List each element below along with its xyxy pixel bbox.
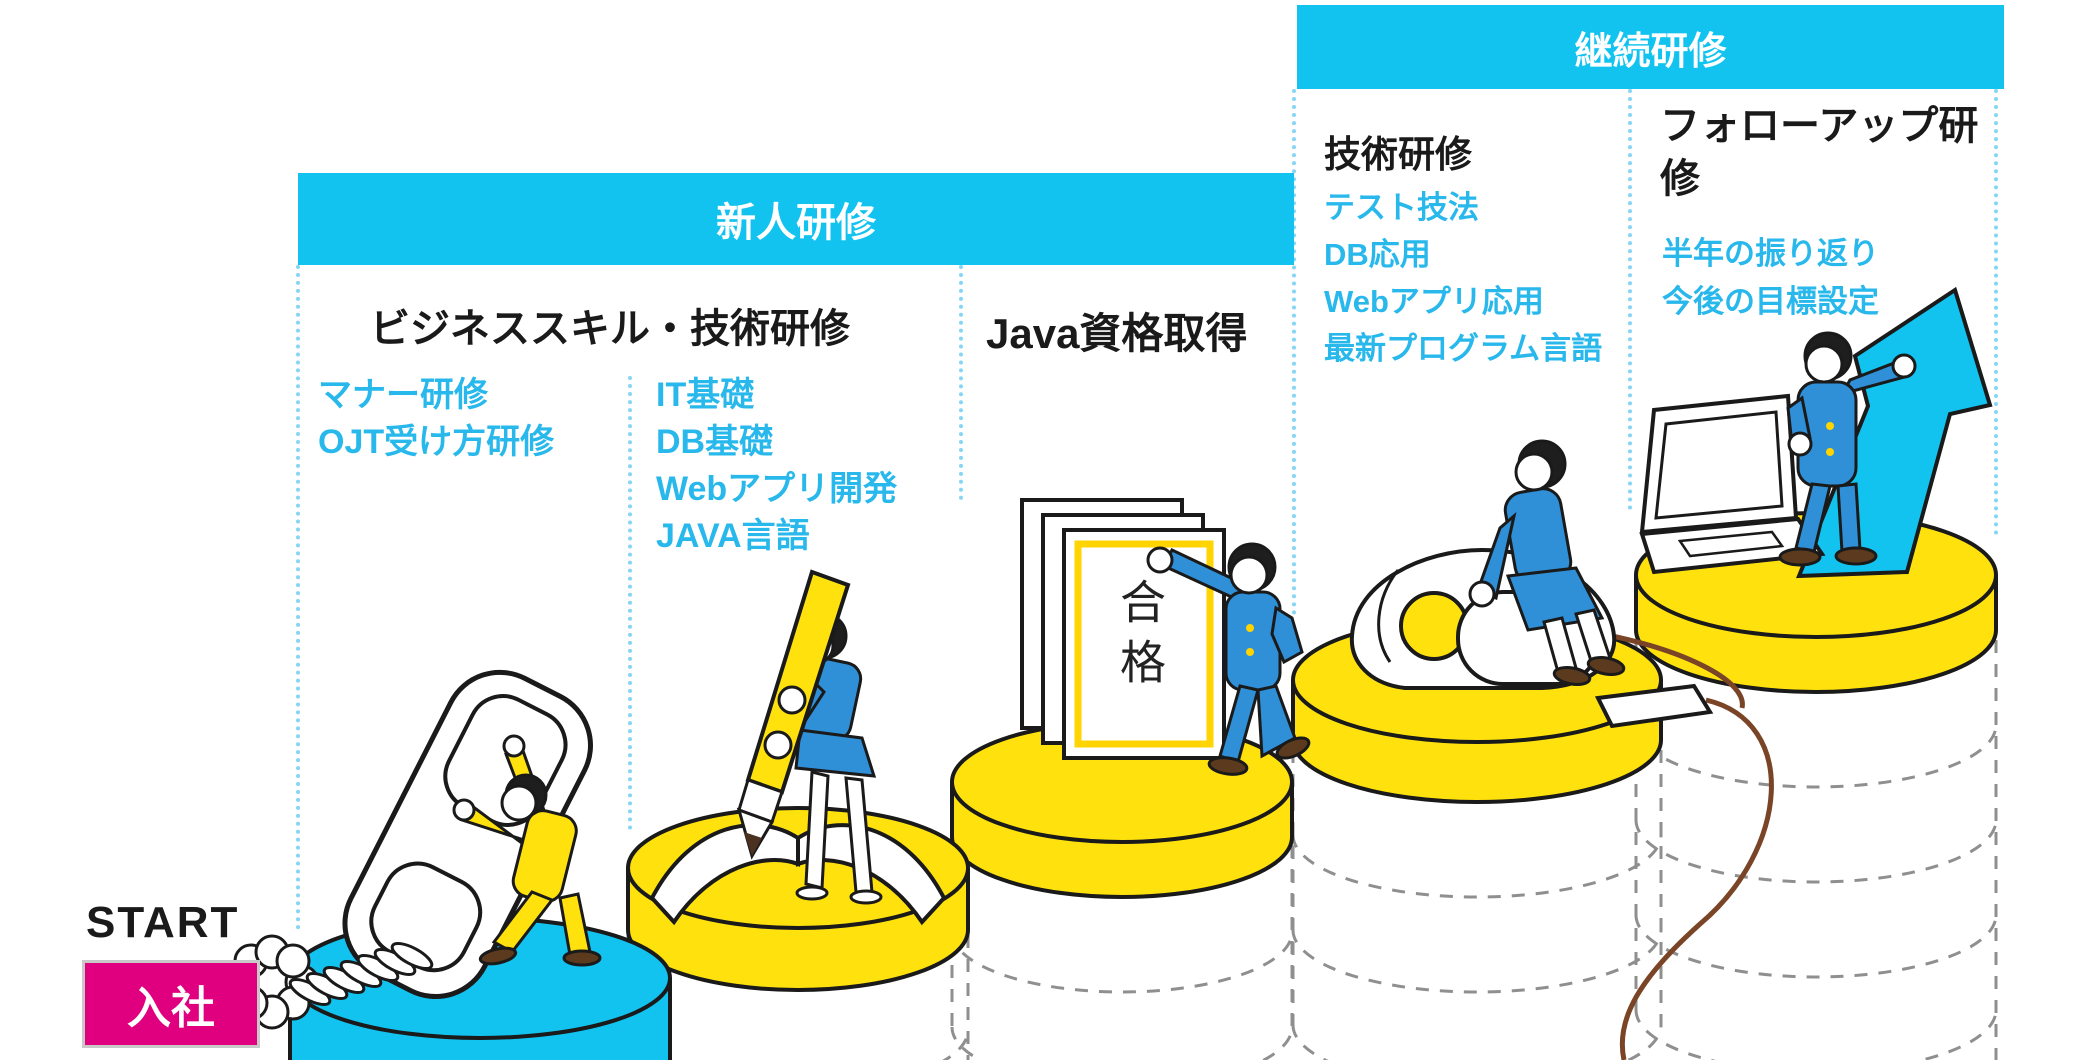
heading-technical-training: 技術研修 xyxy=(1324,134,1472,175)
list-technical-training: テスト技法 DB応用 Webアプリ応用 最新プログラム言語 xyxy=(1324,184,1602,372)
person-newcomer xyxy=(452,734,602,967)
joining-company-label: 入社 xyxy=(127,984,215,1033)
list-item: 今後の目標設定 xyxy=(1662,284,1879,319)
column-separator xyxy=(1628,89,1632,510)
list-item: Webアプリ開発 xyxy=(656,470,898,508)
column-separator xyxy=(1994,89,1998,535)
person-pointing xyxy=(1778,331,1917,567)
banner-keizoku-label: 継続研修 xyxy=(1574,30,1727,73)
start-label: START xyxy=(86,898,240,947)
list-item: OJT受け方研修 xyxy=(318,423,555,461)
person-sitting xyxy=(1468,439,1626,686)
list-item: JAVA言語 xyxy=(656,517,810,555)
list-item: テスト技法 xyxy=(1324,190,1479,225)
certificate-pass-label: 合格 xyxy=(1114,578,1165,698)
list-business-skill: マナー研修 OJT受け方研修 xyxy=(318,372,554,466)
banner-shinjin-label: 新人研修 xyxy=(716,201,876,245)
step-3-cylinder xyxy=(950,720,1294,899)
heading-followup-training: フォローアップ研修 xyxy=(1660,104,1979,201)
list-item: 半年の振り返り xyxy=(1662,236,1879,271)
column-separator xyxy=(959,265,963,500)
column-separator xyxy=(628,376,632,830)
column-separator xyxy=(296,265,300,930)
heading-business-skill: ビジネススキル・技術研修 xyxy=(370,307,850,351)
list-item: Webアプリ応用 xyxy=(1324,284,1544,319)
list-item: DB応用 xyxy=(1324,237,1431,272)
list-item: 最新プログラム言語 xyxy=(1324,331,1603,366)
laptop-icon xyxy=(1639,393,1826,575)
person-writing xyxy=(736,569,883,905)
list-it-basics: IT基礎 DB基礎 Webアプリ開発 JAVA言語 xyxy=(656,372,897,560)
list-item: マナー研修 xyxy=(318,376,488,414)
banner-shinjin-kenshu: 新人研修 xyxy=(298,173,1294,265)
person-certified xyxy=(1146,542,1311,776)
list-item: IT基礎 xyxy=(656,376,755,414)
joining-company-badge: 入社 xyxy=(82,960,260,1048)
list-item: DB基礎 xyxy=(656,423,774,461)
column-separator xyxy=(1292,89,1296,615)
heading-java-certification: Java資格取得 xyxy=(986,310,1248,357)
list-followup-training: 半年の振り返り 今後の目標設定 xyxy=(1662,230,1879,326)
banner-keizoku-kenshu: 継続研修 xyxy=(1297,5,2004,89)
